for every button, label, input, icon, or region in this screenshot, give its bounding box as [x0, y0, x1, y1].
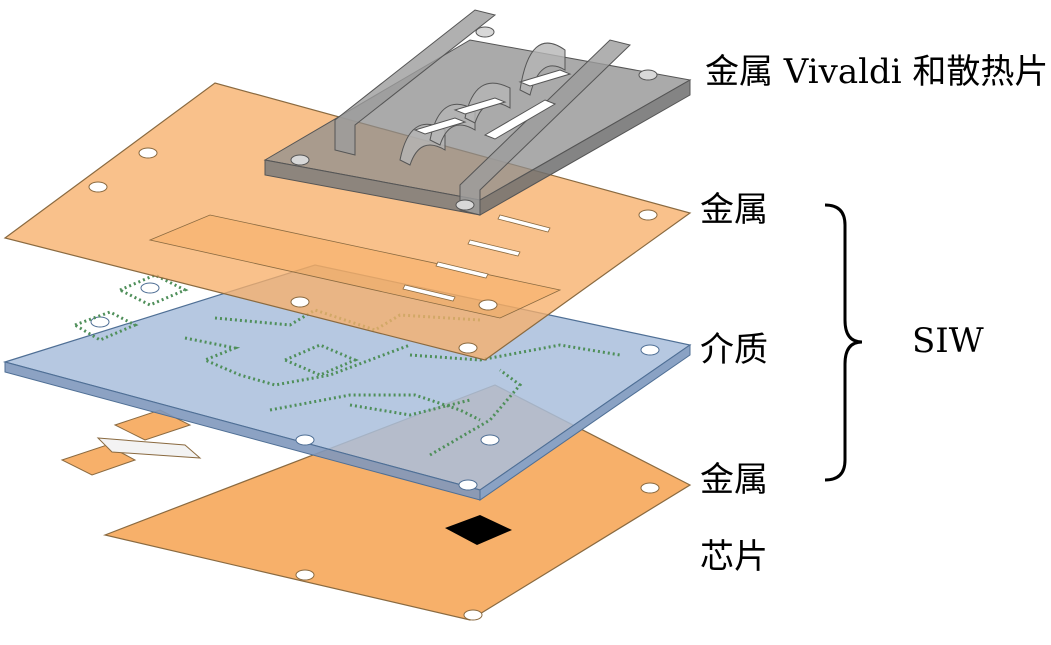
mount-hole — [455, 199, 475, 211]
mount-hole — [295, 434, 315, 446]
upper-metal-layer — [3, 82, 692, 361]
feed-pad-1 — [113, 409, 192, 441]
dielectric-edge-right — [479, 344, 691, 501]
mount-hole — [290, 296, 310, 308]
upper-metal-plate — [3, 82, 692, 361]
heatsink-layer — [263, 9, 692, 216]
heatsink-wall-left — [334, 9, 497, 156]
mount-hole — [290, 154, 310, 166]
label-chip: 芯片 — [700, 537, 768, 577]
mount-hole — [295, 569, 315, 581]
label-vivaldi-heatsink: 金属 Vivaldi 和散热片 — [705, 52, 1049, 92]
chip — [445, 515, 512, 545]
mount-hole — [138, 147, 158, 159]
siw-brace — [824, 203, 863, 482]
mount-hole — [140, 282, 160, 294]
label-metal-lower: 金属 — [700, 460, 768, 500]
mount-hole — [88, 181, 108, 193]
feed-line — [96, 437, 202, 459]
mount-hole — [458, 342, 478, 354]
label-dielectric: 介质 — [700, 330, 768, 370]
mount-hole — [638, 209, 658, 221]
upper-metal-inner — [148, 214, 562, 319]
vivaldi-slots — [413, 69, 572, 140]
mount-hole — [640, 482, 660, 494]
mount-hole — [463, 609, 483, 621]
mount-hole — [638, 69, 658, 81]
label-siw: SIW — [912, 321, 984, 361]
mount-hole — [458, 479, 478, 491]
mount-hole — [90, 316, 110, 328]
antenna-slots — [402, 214, 551, 302]
mount-hole — [478, 299, 498, 311]
mount-hole — [475, 26, 495, 38]
mount-hole — [480, 434, 500, 446]
label-metal-upper: 金属 — [700, 190, 768, 230]
mount-hole — [640, 344, 660, 356]
heatsink-wall-right — [459, 39, 631, 216]
